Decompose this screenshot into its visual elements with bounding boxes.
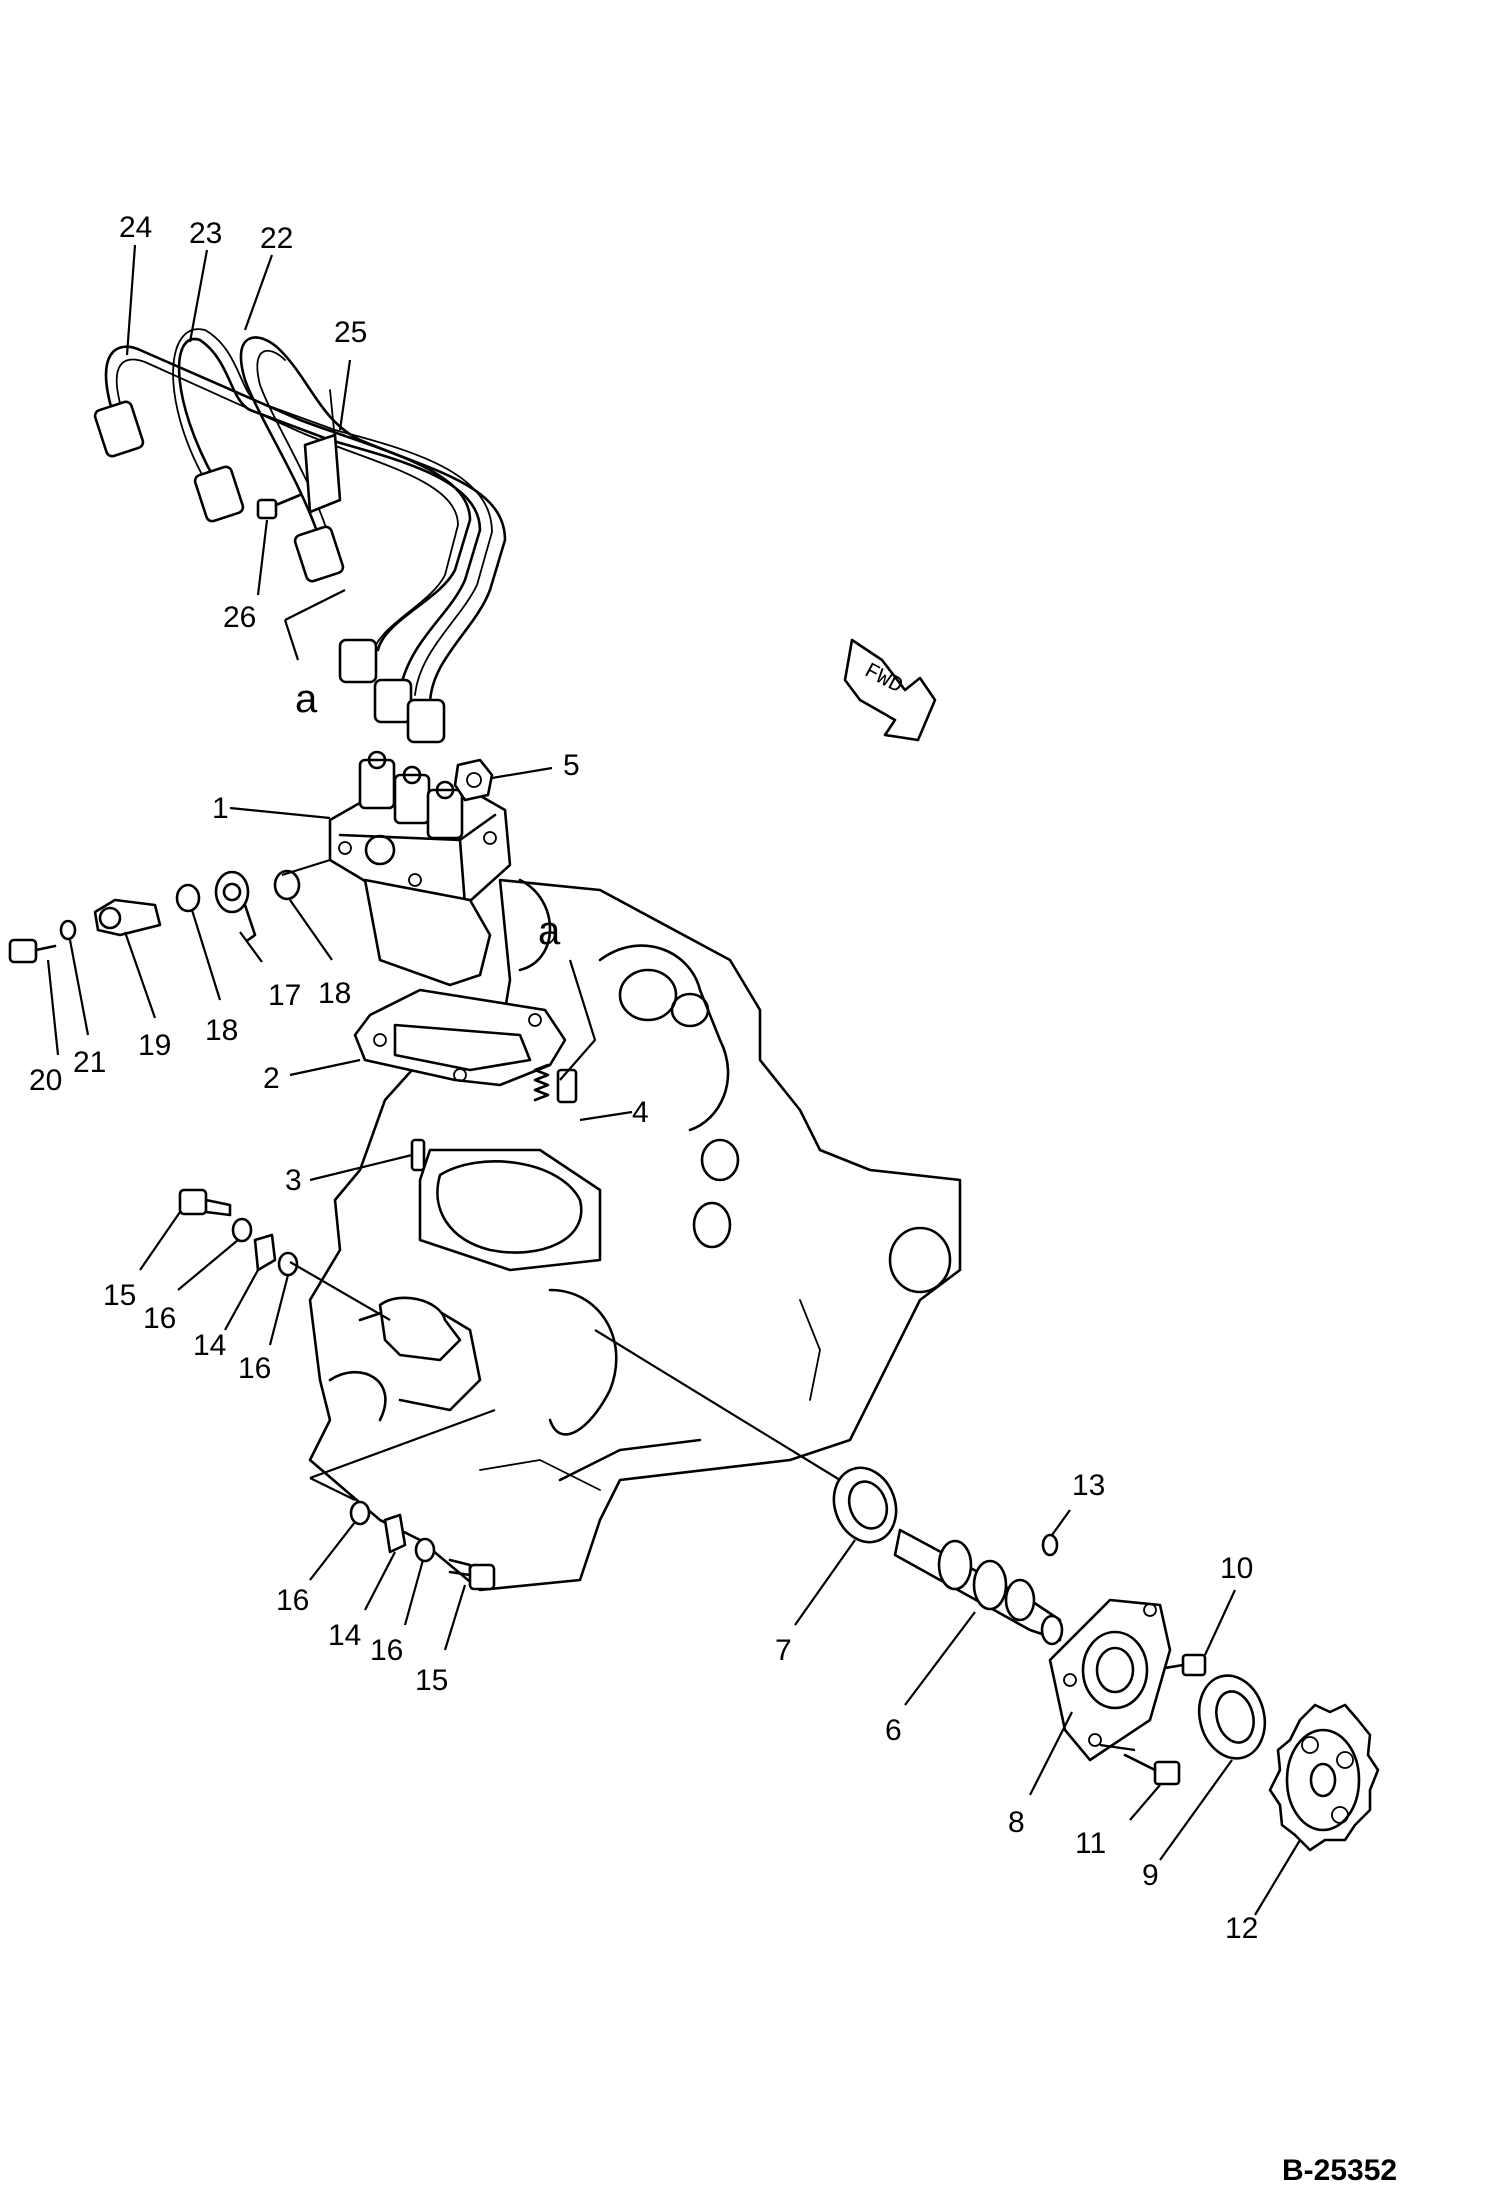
forward-arrow-icon: FWD [843,638,937,742]
injection-pipes [93,328,507,744]
injection-pump [328,750,512,987]
key-13 [1041,1533,1059,1557]
callout-14b: 14 [328,1619,361,1652]
callout-20: 20 [29,1064,62,1097]
callout-16c: 16 [276,1584,309,1617]
callout-9: 9 [1142,1859,1159,1892]
callout-10: 10 [1220,1552,1253,1585]
bolt-11 [1123,1753,1181,1786]
gasket [353,988,567,1087]
camshaft-6 [893,1528,1064,1646]
callout-15a: 15 [103,1279,136,1312]
callout-5: 5 [563,749,580,782]
callout-21: 21 [73,1046,106,1079]
callout-13: 13 [1072,1469,1105,1502]
callout-17: 17 [268,979,301,1012]
leader-lines [46,244,1301,1916]
nut-5 [453,758,494,802]
callout-14a: 14 [193,1329,226,1362]
callout-19: 19 [138,1029,171,1062]
callout-labels: 24 23 22 25 26 1 5 20 21 19 18 17 18 2 3… [29,211,1258,1945]
callout-12: 12 [1225,1912,1258,1945]
callout-18b: 18 [205,1014,238,1047]
bearing-cover-8 [1048,1598,1172,1762]
callout-24: 24 [119,211,152,244]
callout-22: 22 [260,222,293,255]
callout-2: 2 [263,1062,280,1095]
callout-15b: 15 [415,1664,448,1697]
callout-16d: 16 [370,1634,403,1667]
callout-11: 11 [1075,1827,1106,1860]
callout-4: 4 [632,1096,649,1129]
ref-letter-a-lower: a [538,909,561,953]
callout-26: 26 [223,601,256,634]
oil-pipe-fittings [8,869,301,964]
callout-8: 8 [1008,1806,1025,1839]
gear-12 [1268,1703,1380,1852]
callout-6: 6 [885,1714,902,1747]
figure-code: B-25352 [1282,2154,1397,2187]
bearing-9 [1197,1674,1267,1760]
callout-25: 25 [334,316,367,349]
bolt-10 [1163,1653,1207,1677]
callout-23: 23 [189,217,222,250]
stud-3 [410,1138,426,1172]
callout-3: 3 [285,1164,302,1197]
callout-16b: 16 [238,1352,271,1385]
ref-letter-a-upper: a [295,677,318,721]
callout-16a: 16 [143,1302,176,1335]
bearing-7 [832,1466,898,1544]
callout-7: 7 [775,1634,792,1667]
fittings-lower-left [349,1500,496,1591]
callout-1: 1 [212,792,229,825]
callout-18a: 18 [318,977,351,1010]
fittings-upper-left [178,1188,299,1277]
